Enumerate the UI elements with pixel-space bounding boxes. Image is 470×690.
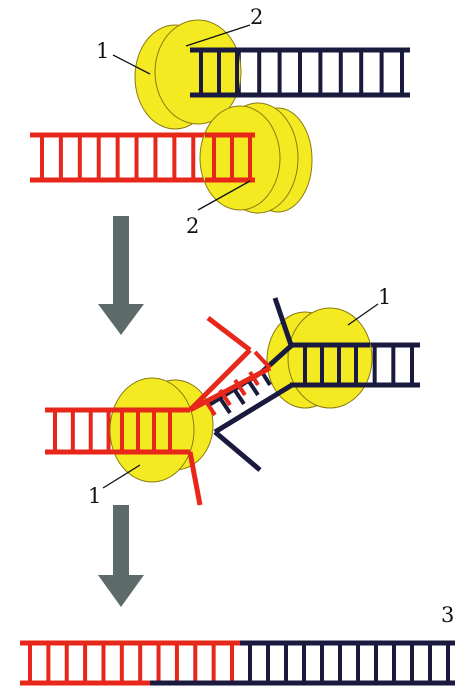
process-arrow-2 — [98, 505, 144, 607]
label-2-upper: 2 — [250, 5, 263, 29]
leader-line-1-top — [112, 54, 151, 75]
red-strand-over-protein — [205, 132, 255, 183]
process-arrow-1 — [98, 216, 144, 335]
protein-complex-mid-left — [109, 377, 214, 483]
navy-ssdna-tails — [198, 297, 295, 472]
navy-strand-over-protein — [190, 47, 240, 98]
label-3: 3 — [441, 603, 454, 627]
label-1-mid-right: 1 — [378, 285, 391, 309]
red-ssdna-tails — [187, 316, 272, 506]
red-strand-over-left-protein — [110, 407, 190, 455]
joined-dna-navy-segment — [150, 640, 455, 686]
leader-line-1-mid-left — [102, 464, 141, 489]
joined-dna-red-segment — [20, 640, 240, 686]
stage-1-broken-dna-ends: 1 2 2 — [30, 5, 410, 238]
label-1-top: 1 — [96, 39, 109, 63]
leader-line-1-mid-right — [347, 303, 379, 326]
leader-line-2-lower — [197, 180, 251, 211]
stage-2-synapsis: 1 1 — [45, 285, 420, 508]
label-1-mid-left: 1 — [88, 484, 101, 508]
protein-complex-lower — [199, 102, 313, 214]
leader-line-2-upper — [185, 24, 251, 47]
navy-strand-over-right-protein — [290, 342, 370, 388]
label-2-lower: 2 — [186, 214, 199, 238]
stage-3-joined-dna: 3 — [20, 603, 455, 686]
